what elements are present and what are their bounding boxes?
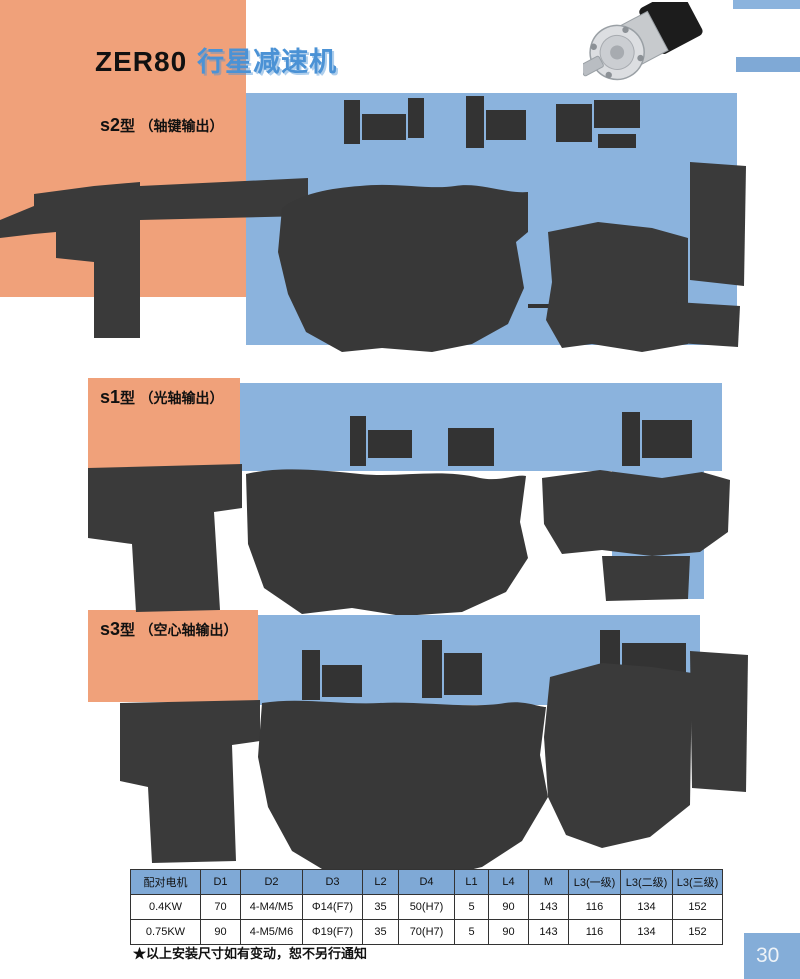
cell-l2: 35 [362,894,399,920]
cell-l4: 90 [488,894,529,920]
col-header-d2: D2 [240,869,303,895]
col-header-d3: D3 [302,869,363,895]
cell-m: 143 [528,894,569,920]
cell-motor: 0.75KW [130,919,201,945]
cell-l1: 5 [454,919,489,945]
section-suffix: 型 [120,390,136,407]
front-view-silhouette [258,700,548,879]
salmon-block-s1 [88,378,240,470]
accent-bar-title-right [736,57,800,72]
table-row: 0.75KW 90 4-M5/M6 Φ19(F7) 35 70(H7) 5 90… [130,919,723,945]
cell-d4: 70(H7) [398,919,455,945]
rear-view-silhouette [544,663,692,848]
flange-bolt-icon [605,71,612,79]
cell-motor: 0.4KW [130,894,201,920]
section-code: s2 [100,115,121,135]
s1-dimension-drawing [88,383,730,616]
cell-l3-1: 116 [568,919,621,945]
col-header-l3-1: L3(一级) [568,869,621,895]
side-view-silhouette [0,182,140,338]
s2-dimension-drawing [0,93,746,352]
section-output-desc: （轴键输出） [139,118,224,134]
cell-l4: 90 [488,919,529,945]
col-header-l3-2: L3(二级) [620,869,673,895]
page-number: 30 [756,944,780,967]
dimension-table: 配对电机 D1 D2 D3 L2 D4 L1 L4 M L3(一级) L3(二级… [130,869,723,945]
s3-dimension-drawing [120,615,748,879]
flange-bolt-icon [590,43,597,50]
section-suffix: 型 [120,118,136,135]
cell-d1: 70 [200,894,241,920]
key-detail-silhouette [676,302,740,347]
shaft-detail-silhouette [690,162,746,286]
accent-bar-top-right [733,0,800,9]
section-suffix: 型 [120,622,136,639]
cell-d3: Φ14(F7) [302,894,363,920]
front-view-silhouette [278,184,528,352]
col-header-m: M [528,869,569,895]
page-number-tab: 30 [744,933,800,979]
gearbox-assembly [583,2,703,81]
table-header-row: 配对电机 D1 D2 D3 L2 D4 L1 L4 M L3(一级) L3(二级… [130,869,723,895]
table-row: 0.4KW 70 4-M4/M5 Φ14(F7) 35 50(H7) 5 90 … [130,894,723,920]
col-header-motor: 配对电机 [130,869,201,895]
front-view-silhouette [246,469,528,616]
salmon-block-s3 [88,610,258,702]
dimension-annotations [350,412,692,466]
col-header-l3-3: L3(三级) [672,869,723,895]
gearbox-output-shaft [583,55,604,77]
section-label-s3: s3型 （空心轴输出） [100,619,238,640]
col-header-l4: L4 [488,869,529,895]
section-label-s1: s1型 （光轴输出） [100,387,224,408]
cell-l3-1: 116 [568,894,621,920]
section-output-desc: （空心轴输出） [139,622,238,638]
cell-d2: 4-M4/M5 [240,894,303,920]
section-code: s1 [100,387,121,407]
col-header-d4: D4 [398,869,455,895]
col-header-l1: L1 [454,869,489,895]
dimension-table-container: 配对电机 D1 D2 D3 L2 D4 L1 L4 M L3(一级) L3(二级… [130,869,723,945]
gearbox-product-image [583,2,703,81]
rear-view-silhouette [542,470,730,556]
col-header-l2: L2 [362,869,399,895]
section-output-desc: （光轴输出） [139,390,224,406]
shaft-detail-silhouette [690,651,748,792]
cell-d1: 90 [200,919,241,945]
cell-d3: Φ19(F7) [302,919,363,945]
flange-bolt-icon [622,26,629,34]
footnote: ★以上安装尺寸如有变动，恕不另行通知 [133,946,368,961]
col-header-d1: D1 [200,869,241,895]
side-view-silhouette [88,464,242,612]
model-name: ZER80 [95,46,188,77]
cell-l3-3: 152 [672,894,723,920]
cell-l3-2: 134 [620,919,673,945]
cell-l3-3: 152 [672,919,723,945]
side-view-silhouette [120,700,260,863]
series-title: 行星减速机 [197,47,338,77]
section-label-s2: s2型 （轴键输出） [100,115,224,136]
shaft-detail-silhouette [602,556,690,601]
flange-bolt-icon [637,54,644,62]
rear-view-silhouette [546,222,688,352]
cell-d4: 50(H7) [398,894,455,920]
gearbox-shaft-hub [610,45,625,60]
top-band-silhouette [140,178,308,220]
dimension-annotations [344,96,640,308]
cell-l1: 5 [454,894,489,920]
page-title: ZER80 行星减速机 [95,40,337,79]
cell-l3-2: 134 [620,894,673,920]
cell-m: 143 [528,919,569,945]
section-code: s3 [100,619,121,639]
cell-d2: 4-M5/M6 [240,919,303,945]
cell-l2: 35 [362,919,399,945]
